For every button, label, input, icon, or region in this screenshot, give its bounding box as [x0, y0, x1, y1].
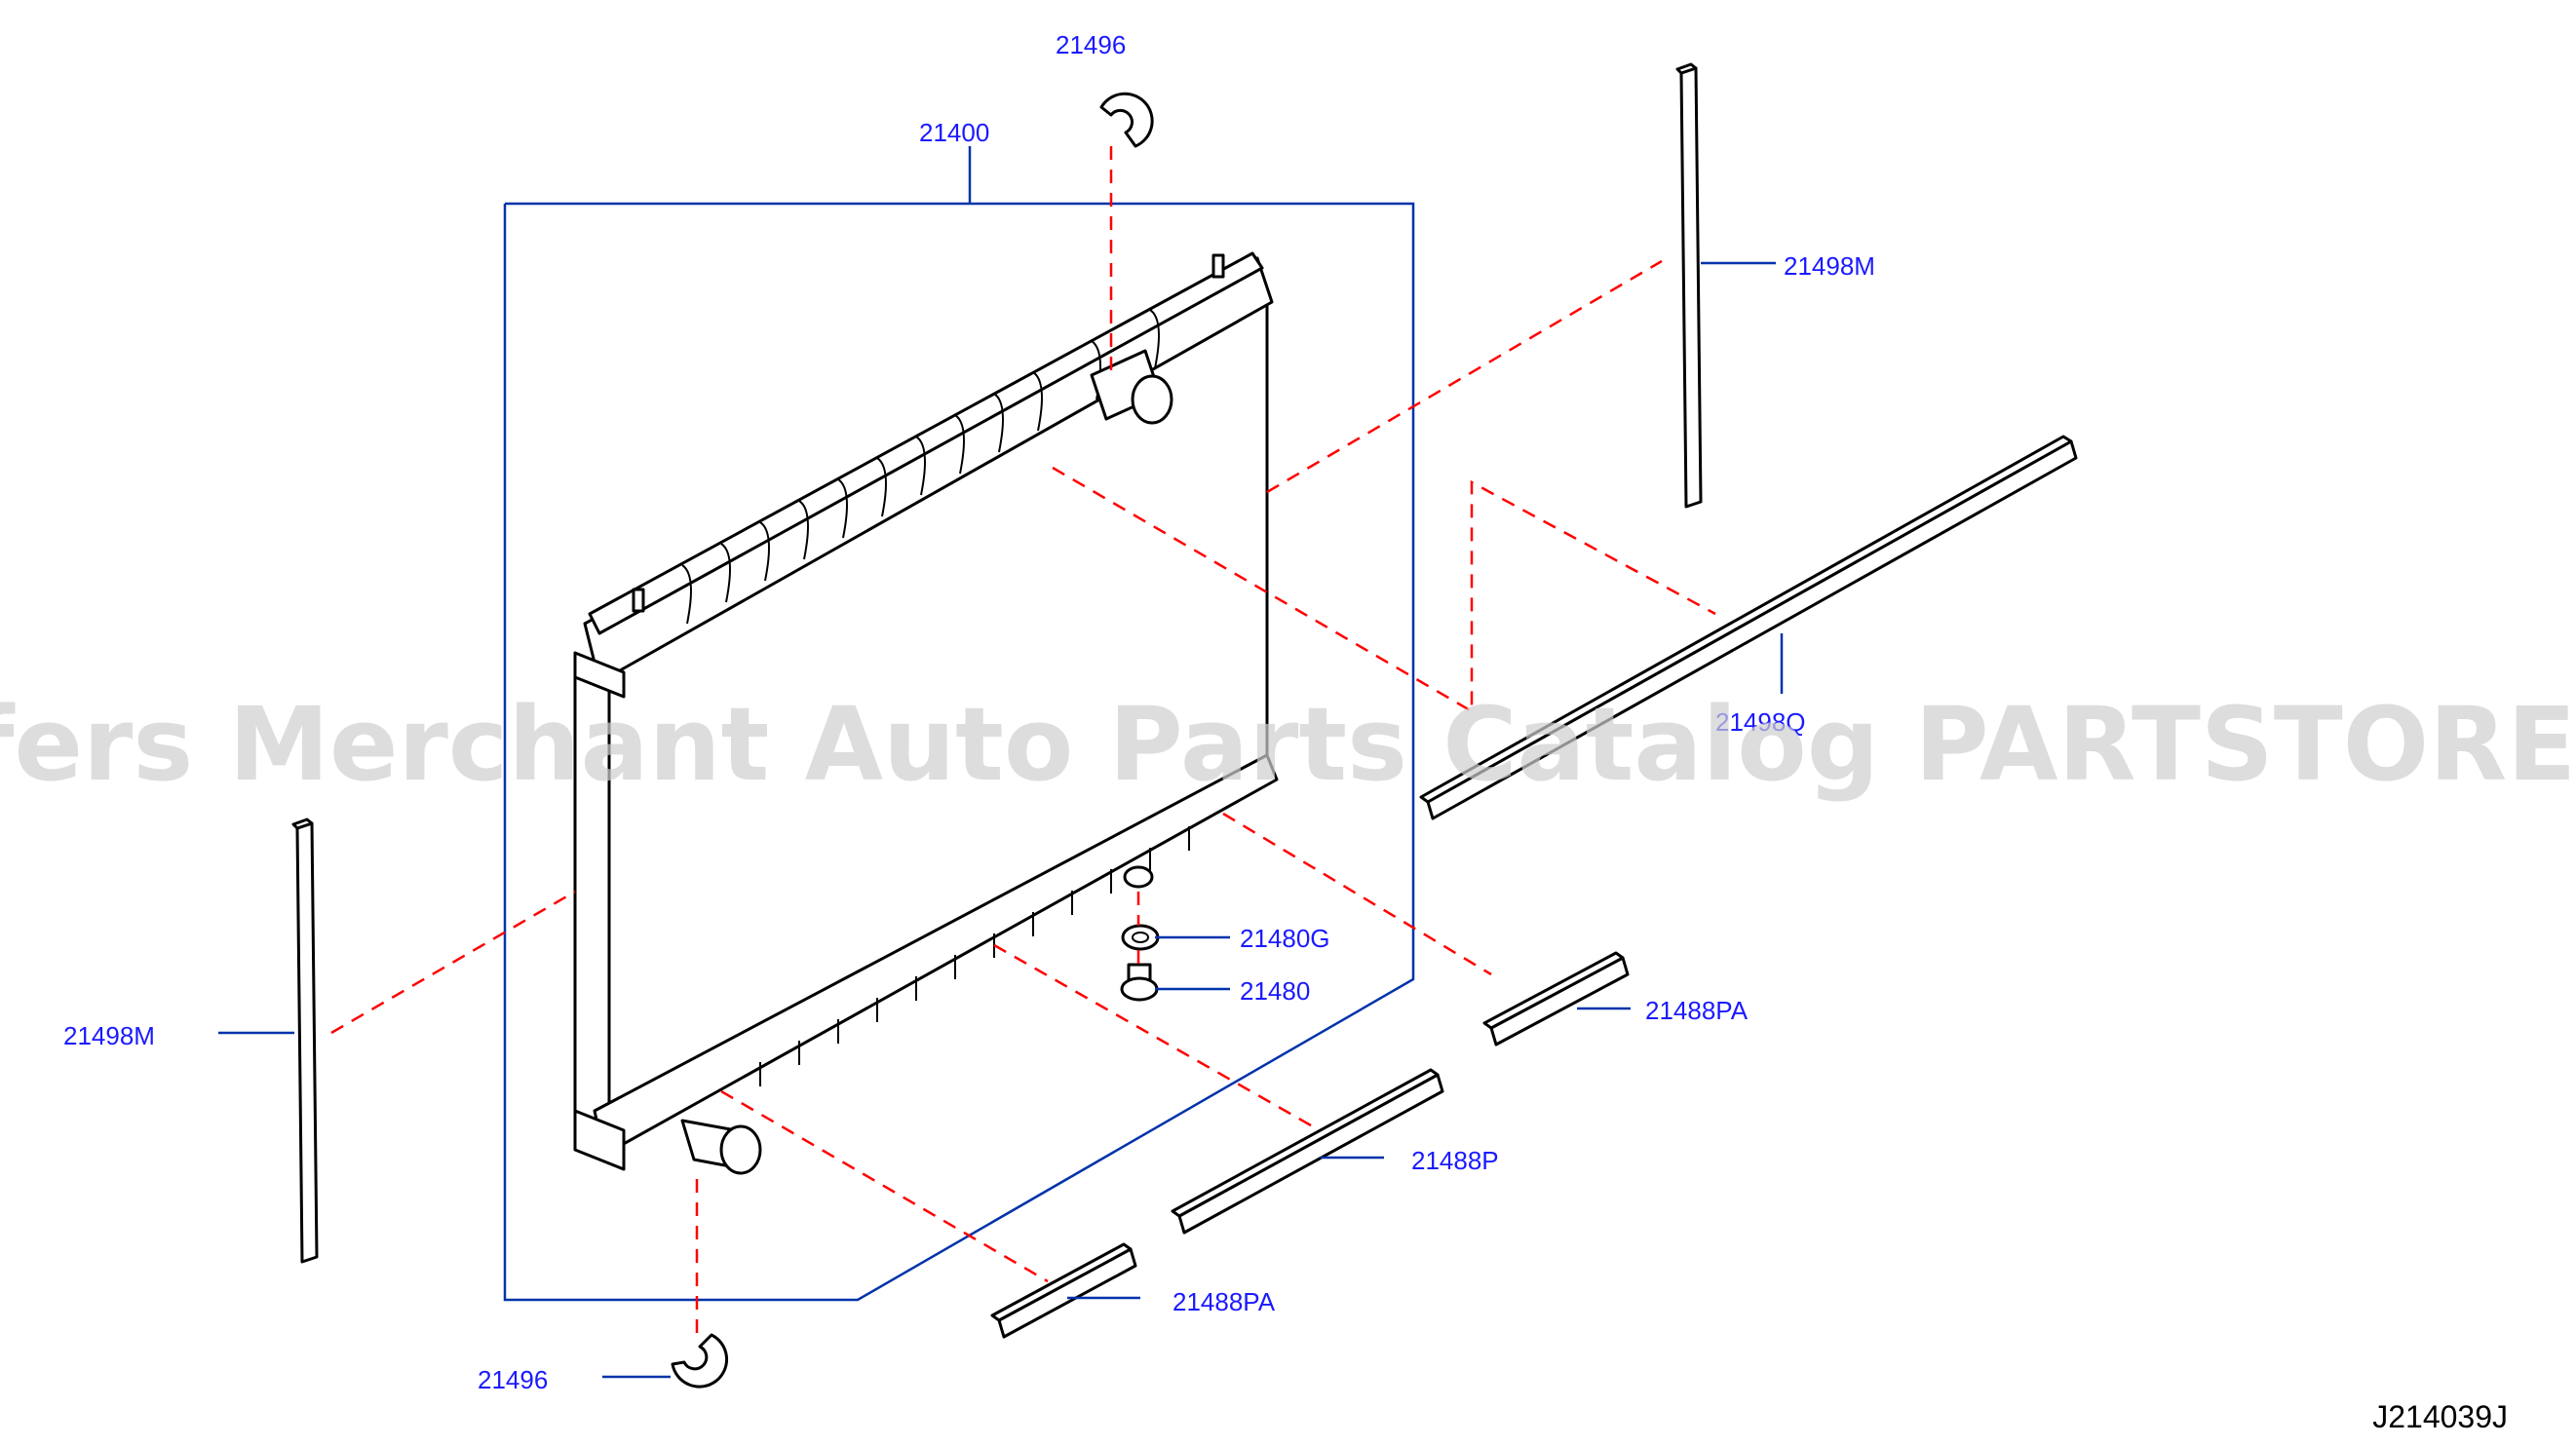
- drain-boss: [1123, 865, 1154, 889]
- drain-plug-21480[interactable]: [1120, 963, 1159, 1002]
- clip-bottom[interactable]: [671, 1333, 729, 1389]
- label-seal-lower: 21488P: [1411, 1146, 1499, 1175]
- upper-tank-ribs: [681, 309, 1160, 625]
- clip-top[interactable]: [1099, 92, 1154, 148]
- seal-right-small[interactable]: [1482, 951, 1630, 1046]
- seal-right-vertical[interactable]: [1675, 62, 1703, 509]
- label-drain-plug: 21480: [1240, 976, 1310, 1006]
- diagram-reference-code: J214039J: [2372, 1399, 2508, 1434]
- label-seal-left-vertical: 21498M: [63, 1021, 155, 1050]
- seal-upper-long[interactable]: [1419, 435, 2078, 820]
- radiator[interactable]: [573, 251, 1279, 1175]
- label-radiator-assy: 21400: [919, 118, 989, 147]
- part-labels: 21496 21400 21498M 21498Q 21480G 21480 2…: [63, 30, 1875, 1394]
- assembly-bracket: [503, 146, 1415, 1302]
- upper-left-flange: [573, 651, 626, 699]
- top-pin-right: [1211, 253, 1225, 279]
- label-seal-upper: 21498Q: [1715, 707, 1806, 737]
- upper-inlet-pipe: [1090, 349, 1173, 425]
- lower-outlet-pipe: [680, 1119, 762, 1175]
- watermark-text: Offers Merchant Auto Parts Catalog PARTS…: [0, 685, 2576, 804]
- upper-tank-top: [588, 251, 1264, 635]
- label-clip-top: 21496: [1056, 30, 1126, 59]
- label-seal-lower-small: 21488PA: [1173, 1287, 1276, 1316]
- label-seal-right-vertical: 21498M: [1784, 251, 1875, 281]
- leader-lines: [218, 261, 1784, 1379]
- lower-left-flange: [573, 1109, 626, 1171]
- seal-left-vertical[interactable]: [291, 818, 319, 1264]
- alignment-lines: [330, 146, 1716, 1335]
- gasket-21480g[interactable]: [1121, 924, 1160, 951]
- label-gasket: 21480G: [1240, 924, 1330, 953]
- label-clip-bottom: 21496: [478, 1365, 548, 1394]
- top-pin-left: [632, 588, 645, 613]
- label-seal-right-small: 21488PA: [1645, 996, 1749, 1025]
- seal-lower-long[interactable]: [1171, 1068, 1444, 1235]
- seal-lower-small[interactable]: [990, 1242, 1137, 1339]
